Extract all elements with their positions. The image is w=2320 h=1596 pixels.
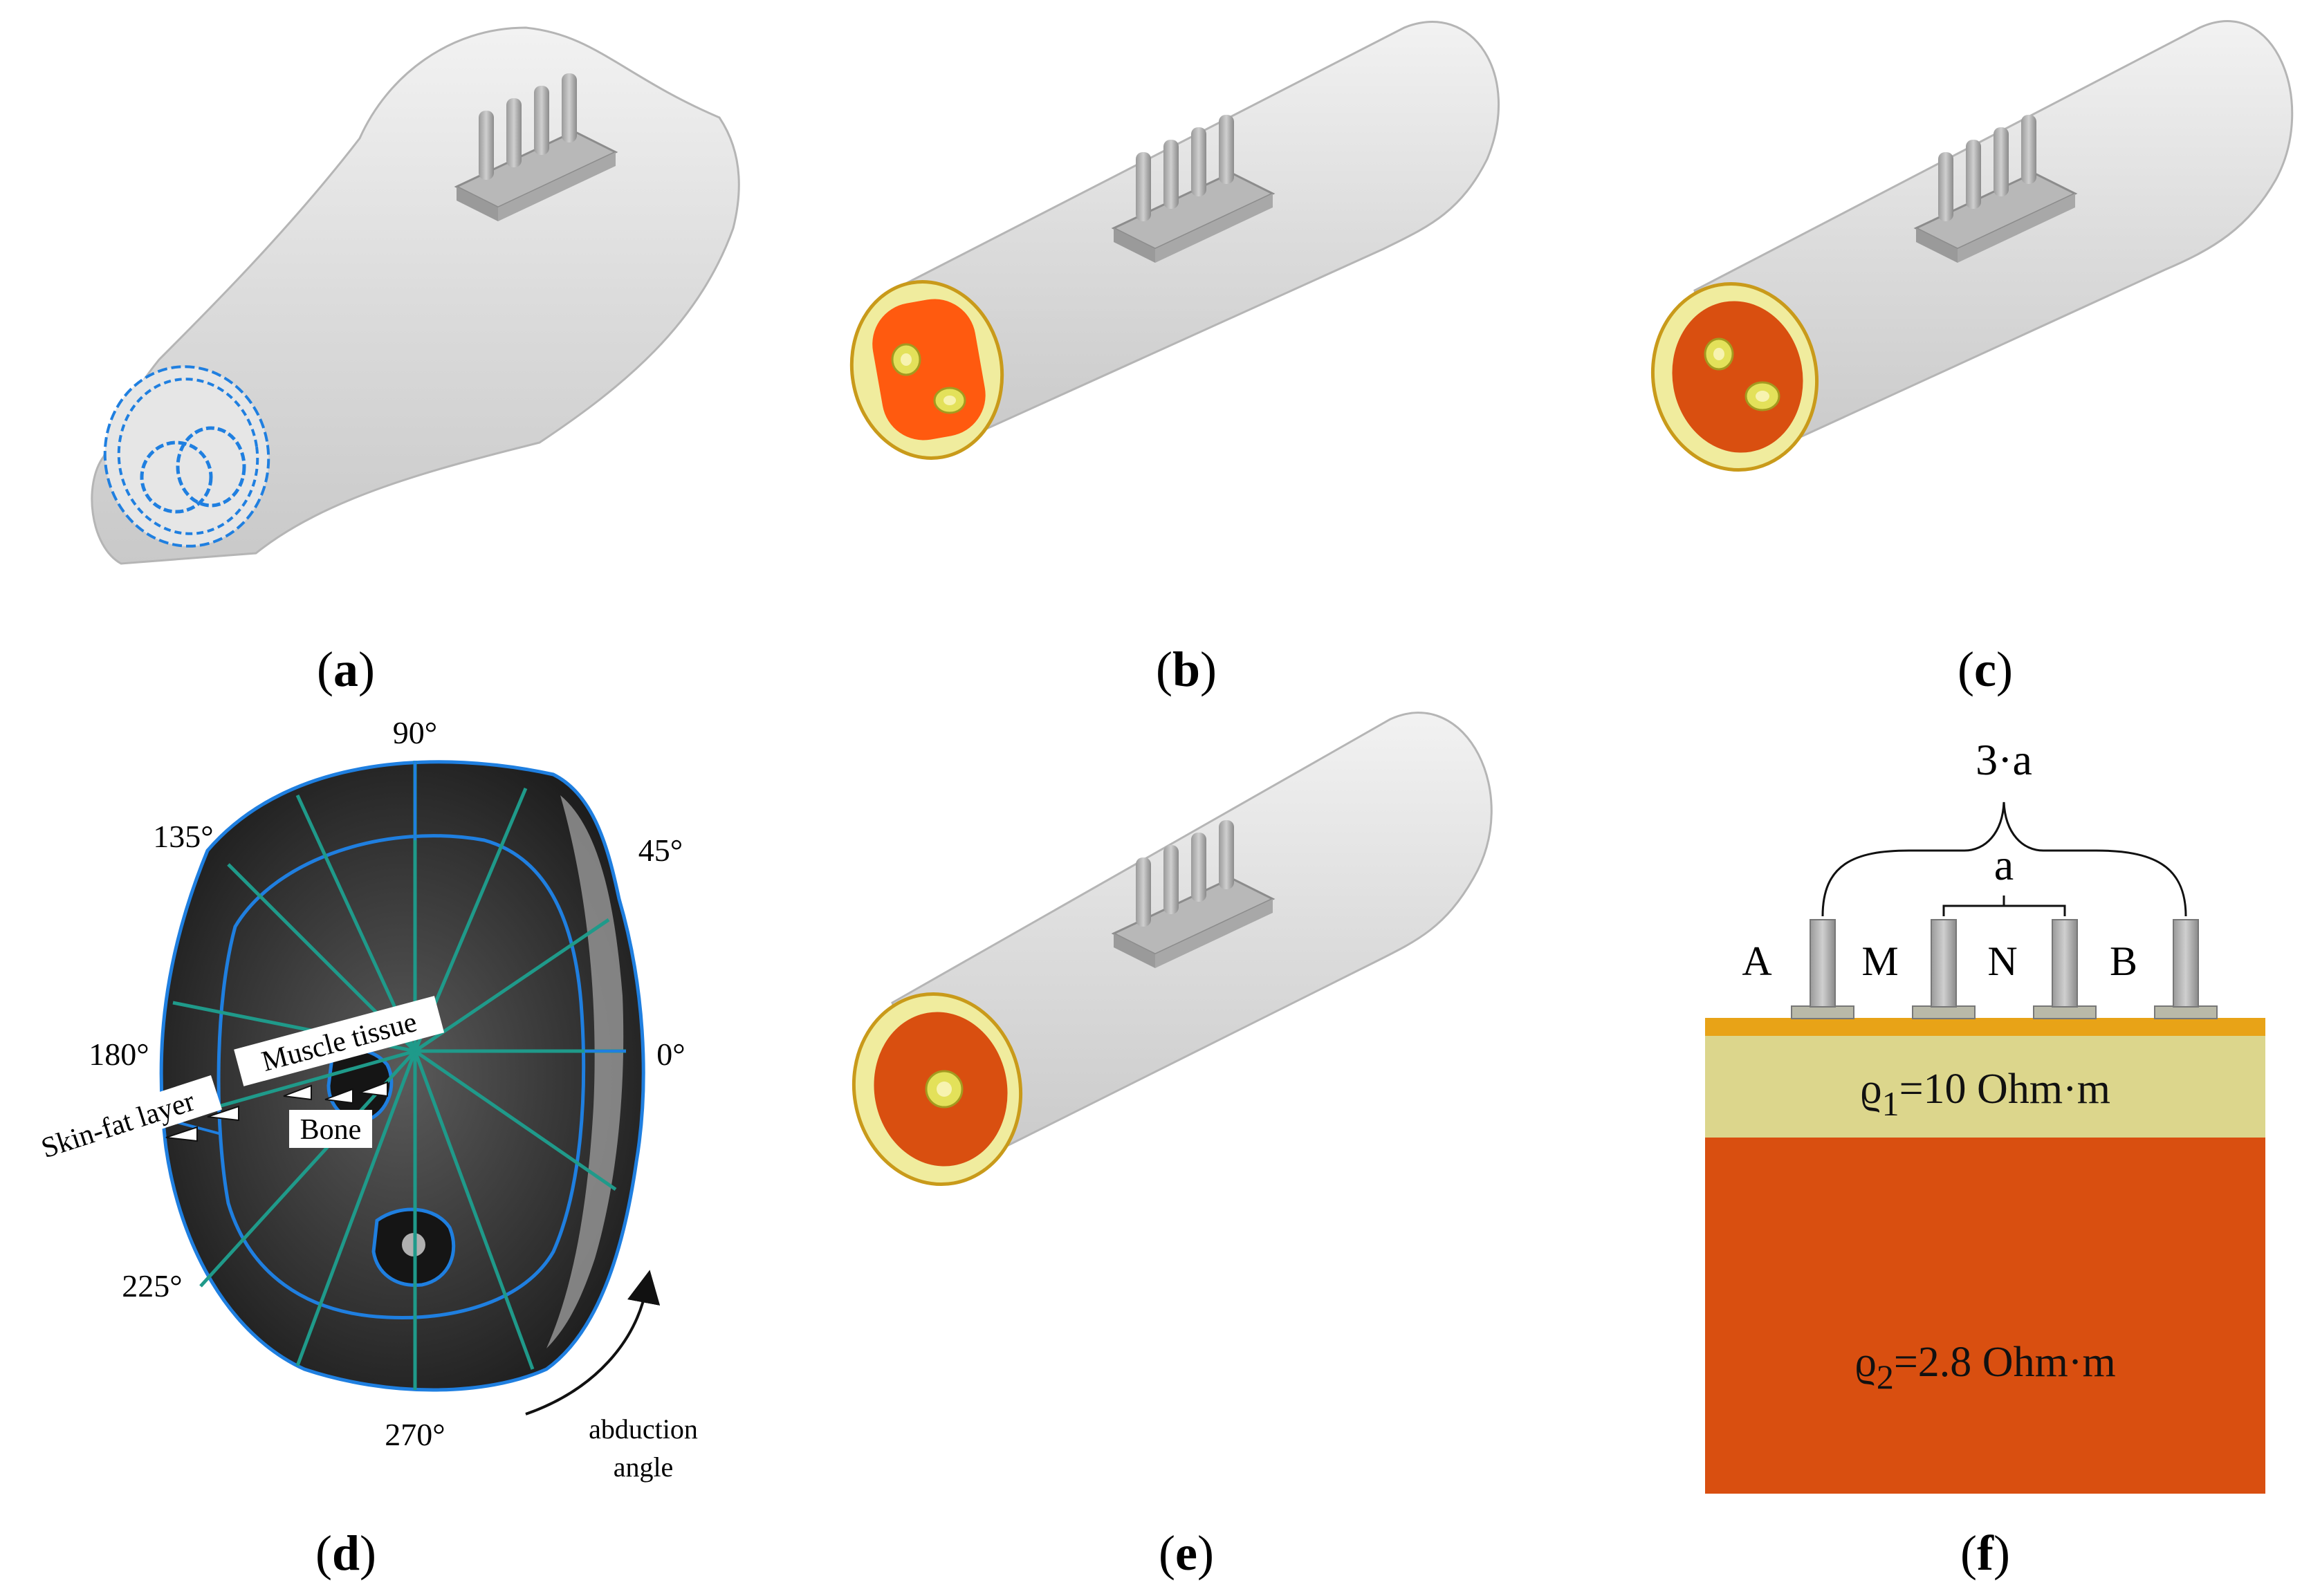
layer-muscle [1705,1138,2265,1494]
panel-c: (c) [1650,20,2294,697]
layer2-resistivity: ϱ2=2.8 Ohm·m [1854,1339,2115,1396]
brace-inner [1942,896,2066,916]
angle-label-270: 270° [385,1417,445,1452]
panel-label-f: (f) [1960,1525,2010,1581]
panel-label-a: (a) [317,642,375,697]
electrode-label-m: M [1861,938,1898,984]
panel-label-b: (b) [1156,642,1217,697]
electrode-pins [1791,919,2218,1019]
angle-label-180: 180° [89,1037,149,1072]
tag-bone: Bone [289,1110,372,1148]
svg-text:Bone: Bone [300,1114,362,1146]
layer-skin [1705,1018,2265,1036]
panel-f: A M N B 3·a a ϱ1=10 Ohm·m ϱ2=2.8 Ohm·m (… [1705,735,2265,1581]
panel-e: (e) [851,712,1493,1581]
span-outer-label: 3·a [1976,735,2032,784]
abduction-label-line1: abduction [589,1413,698,1445]
mri-skin-fat-band [546,795,624,1348]
panel-label-c: (c) [1958,642,2013,697]
panel-label-e: (e) [1159,1525,1214,1581]
electrode-label-a: A [1742,938,1771,984]
pointer-arrows [165,1081,388,1142]
layer1-resistivity: ϱ1=10 Ohm·m [1860,1066,2110,1123]
mri-muscle-contour [217,834,586,1320]
brace-outer [1821,801,2187,917]
panel-b: (b) [849,21,1500,697]
angle-label-90: 90° [393,715,437,750]
electrode-label-n: N [1987,938,2017,984]
angle-label-45: 45° [638,833,683,868]
panel-a: (a) [91,26,740,697]
cross-section-muscle-c [1672,301,1803,453]
span-inner-label: a [1994,840,2014,889]
panel-label-d: (d) [315,1525,376,1581]
abduction-arrow [525,1270,661,1416]
layer-fat [1705,1036,2265,1138]
electrode-label-b: B [2110,938,2137,984]
angle-label-0: 0° [656,1037,685,1072]
angle-label-135: 135° [153,819,213,854]
panel-d: 90° 135° 45° 180° 0° 225° 270° Muscle ti… [13,715,698,1581]
abduction-label-line2: angle [614,1451,674,1483]
angle-label-225: 225° [122,1268,182,1303]
